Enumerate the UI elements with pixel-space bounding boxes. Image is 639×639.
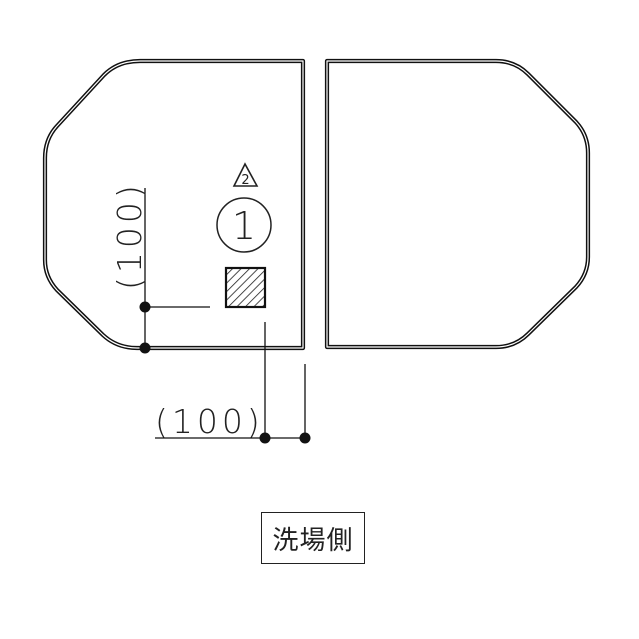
horizontal-dimension: (100) — [155, 322, 311, 444]
revision-triangle-icon: 2 — [232, 162, 259, 188]
side-label-text: 洗場側 — [272, 525, 354, 556]
item-number-circle: 1 — [216, 197, 272, 253]
vertical-dimension: (100) — [110, 181, 210, 354]
svg-text:2: 2 — [241, 173, 249, 188]
svg-text:(100): (100) — [155, 402, 264, 441]
svg-text:1: 1 — [232, 204, 256, 248]
side-label-box: 洗場側 — [261, 512, 365, 564]
hatched-square-marker — [224, 266, 267, 309]
svg-text:(100): (100) — [110, 181, 149, 290]
right-lid-panel — [324, 58, 591, 350]
left-lid-panel — [42, 58, 306, 351]
